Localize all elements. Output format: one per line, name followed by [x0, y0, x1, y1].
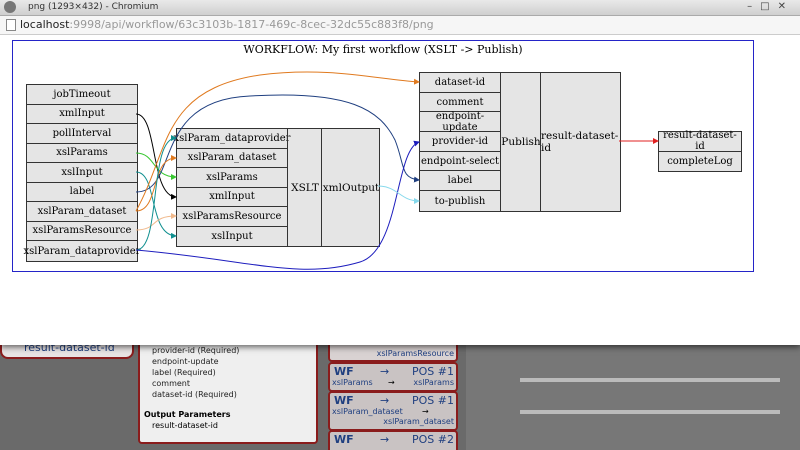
wf-mapping-panel-3[interactable]: WF → POS #2	[328, 430, 458, 450]
xslt-input-port: xslParam_dataset	[177, 149, 287, 168]
right-panel	[466, 345, 800, 450]
input-port: xslParam_dataprovider	[23, 245, 141, 257]
right-panel-bar	[520, 378, 780, 382]
xslt-name: XSLT	[287, 129, 322, 246]
wf-src: xslParam_dataset	[332, 407, 403, 416]
right-panel-bar	[520, 410, 780, 414]
publish-input-port: label	[420, 172, 500, 192]
wf-dst: xslParams	[413, 378, 454, 387]
url-path: :9998/api/workflow/63c3103b-1817-469c-8c…	[69, 18, 434, 31]
wf-arrow: →	[380, 365, 390, 378]
window-title: png (1293×432) - Chromium	[28, 2, 159, 12]
param-item: label (Required)	[152, 368, 216, 377]
workflow-outputs-node[interactable]: result-dataset-id completeLog	[658, 130, 742, 172]
publish-input-port: comment	[420, 93, 500, 113]
xslt-input-port: xslParam_dataprovider	[174, 129, 290, 149]
url-text[interactable]: localhost:9998/api/workflow/63c3103b-181…	[20, 18, 434, 31]
app-logo-icon	[4, 1, 16, 13]
wf-mapping-panel-2[interactable]: WF → POS #1 xslParam_dataset → xslParam_…	[328, 391, 458, 431]
wf-arrow: →	[380, 394, 390, 407]
publish-ports: dataset-id comment endpoint-update provi…	[420, 73, 500, 211]
param-item: dataset-id (Required)	[152, 390, 237, 399]
xslt-node[interactable]: xslParam_dataprovider xslParam_dataset x…	[174, 128, 380, 247]
publish-params-panel	[138, 335, 318, 444]
wf-arrow2: →	[388, 378, 395, 387]
publish-input-port: dataset-id	[420, 73, 500, 93]
wf-label: WF	[334, 433, 354, 446]
param-item: comment	[152, 379, 191, 388]
xslt-ports: xslParam_dataprovider xslParam_dataset x…	[174, 129, 291, 246]
params-list: provider-id (Required) endpoint-update l…	[152, 345, 239, 400]
wf-pos: POS #1	[412, 365, 454, 378]
publish-name: Publish	[500, 73, 541, 211]
xslt-input-port: xslParamsResource	[177, 207, 287, 227]
wf-src: xslParams	[332, 378, 373, 387]
xslt-input-port: xslParams	[177, 168, 287, 188]
xslt-input-port: xslInput	[211, 230, 253, 242]
window-titlebar[interactable]: png (1293×432) - Chromium –□✕	[0, 0, 800, 16]
output-port: result-dataset-id	[659, 130, 741, 152]
wf-mapping-resource: xslParamsResource	[376, 349, 454, 358]
output-params-heading: Output Parameters	[144, 410, 231, 419]
close-icon[interactable]: ✕	[777, 1, 794, 12]
output-param-item: result-dataset-id	[152, 421, 218, 430]
input-port: label	[27, 183, 137, 202]
wf-label: WF	[334, 394, 354, 407]
publish-input-port: provider-id	[420, 132, 500, 152]
input-port: xslParamsResource	[27, 222, 137, 241]
url-host: localhost	[20, 18, 70, 31]
input-port: pollInterval	[27, 124, 137, 144]
wf-arrow2: →	[422, 407, 429, 416]
publish-input-port: endpoint-select	[420, 152, 500, 172]
wf-pos: POS #1	[412, 394, 454, 407]
input-port: jobTimeout	[27, 85, 137, 105]
param-item: endpoint-update	[152, 357, 219, 366]
wf-pos: POS #2	[412, 433, 454, 446]
publish-input-port: to-publish	[434, 195, 486, 207]
window-controls: –□✕	[747, 1, 794, 12]
wf-dst: xslParam_dataset	[383, 417, 454, 426]
popup-window: png (1293×432) - Chromium –□✕ localhost:…	[0, 0, 800, 345]
publish-output-port: result-dataset-id	[540, 73, 621, 211]
input-port: xmlInput	[27, 105, 137, 124]
input-port: xslInput	[27, 163, 137, 183]
maximize-icon[interactable]: □	[760, 1, 778, 12]
xslt-input-port: xmlInput	[177, 188, 287, 207]
output-port: completeLog	[667, 155, 733, 167]
wf-mapping-panel-1[interactable]: WF → POS #1 xslParams → xslParams	[328, 362, 458, 392]
input-port: xslParam_dataset	[27, 202, 137, 222]
wf-arrow: →	[380, 433, 390, 446]
param-item: provider-id (Required)	[152, 346, 240, 355]
workflow-title: WORKFLOW: My first workflow (XSLT -> Pub…	[243, 43, 523, 56]
minimize-icon[interactable]: –	[747, 1, 761, 12]
xslt-output-port: xmlOutput	[321, 129, 380, 246]
wf-label: WF	[334, 365, 354, 378]
publish-node[interactable]: dataset-id comment endpoint-update provi…	[419, 72, 621, 212]
workflow-inputs-node[interactable]: jobTimeout xmlInput pollInterval xslPara…	[23, 84, 141, 262]
page-icon	[6, 19, 16, 31]
publish-input-port: endpoint-update	[420, 111, 500, 133]
input-port: xslParams	[27, 144, 137, 163]
address-bar[interactable]: localhost:9998/api/workflow/63c3103b-181…	[0, 16, 800, 35]
